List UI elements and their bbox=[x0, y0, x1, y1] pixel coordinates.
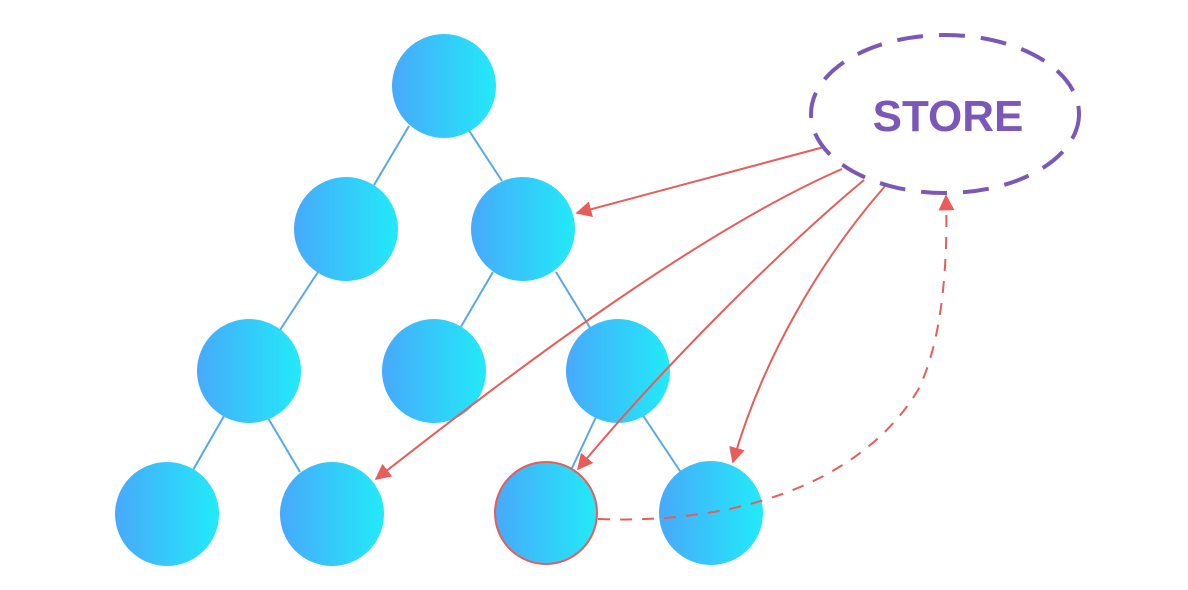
tree-edge-l2-a-l3-b bbox=[267, 417, 301, 473]
store-ellipse bbox=[809, 33, 1081, 195]
tree-edge-l2-c-l3-c bbox=[571, 416, 597, 469]
store-label: STORE bbox=[873, 92, 1024, 141]
tree-node-l3-b bbox=[280, 462, 384, 566]
tree-node-l2-b bbox=[382, 319, 486, 423]
tree-edge-l1-right-l2-b bbox=[458, 271, 494, 331]
store: STORE bbox=[809, 33, 1081, 195]
store-arrow-to-l3-b bbox=[374, 168, 843, 480]
tree-edge-l2-a-l3-a bbox=[192, 415, 225, 471]
tree-edge-root-l1-left bbox=[373, 125, 410, 186]
tree-edge-l2-c-l3-d bbox=[641, 413, 683, 475]
tree-node-l3-a bbox=[115, 462, 219, 566]
store-arrow-to-l3-c bbox=[576, 179, 865, 471]
tree-nodes bbox=[115, 34, 763, 566]
store-arrow-to-l3-d bbox=[729, 184, 887, 464]
tree-node-l1-right bbox=[471, 177, 575, 281]
tree-edge-l1-left-l2-a bbox=[279, 271, 319, 331]
store-arrow-to-l1-right bbox=[575, 146, 825, 218]
tree-node-l3-c bbox=[495, 462, 597, 564]
tree-node-l2-c bbox=[566, 319, 670, 423]
tree-node-l1-left bbox=[294, 177, 398, 281]
tree-node-l3-c-highlight-ring bbox=[494, 461, 598, 565]
tree-node-root bbox=[392, 34, 496, 138]
dispatch-arrow-l3-c-to-store bbox=[597, 194, 955, 521]
tree-node-l2-a bbox=[197, 319, 301, 423]
tree-edges bbox=[192, 125, 683, 475]
store-arrows bbox=[374, 146, 955, 521]
tree-edge-root-l1-right bbox=[467, 128, 503, 182]
